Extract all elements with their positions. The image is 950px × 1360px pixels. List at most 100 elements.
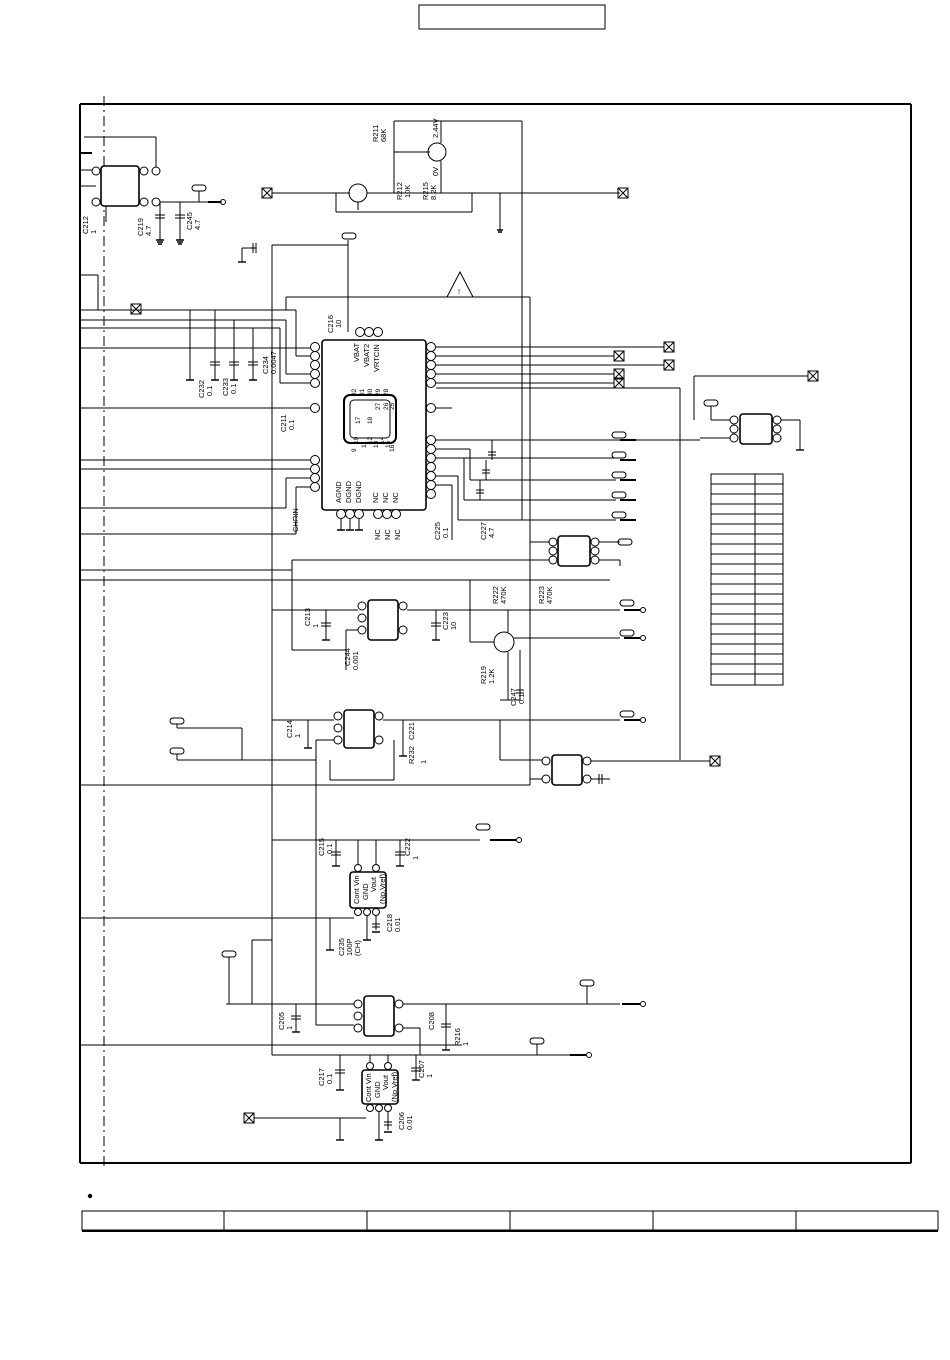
label-r215v: 8.2K xyxy=(429,185,438,200)
pin-p29: 29 xyxy=(375,388,382,396)
label-c235: C235 xyxy=(337,938,346,956)
pin-p27: 27 xyxy=(375,402,382,410)
label-r212v: 10K xyxy=(403,185,412,198)
label-c225v: 0.1 xyxy=(441,528,450,538)
label-vbat2: VBAT2 xyxy=(362,344,371,367)
label-c221: C221 xyxy=(407,722,416,740)
label-vref2: (Np,Vref) xyxy=(390,1071,399,1102)
pin-p10: 10 xyxy=(353,436,360,444)
label-gnd1: GND xyxy=(361,883,370,900)
pin-p30: 30 xyxy=(367,388,374,396)
svg-text:!: ! xyxy=(458,287,460,296)
label-r223: R223 xyxy=(537,586,546,604)
right-regulator xyxy=(693,370,819,451)
label-r216: R216 xyxy=(453,1028,462,1046)
label-c235v: 100P xyxy=(345,938,354,956)
label-vbat: VBAT xyxy=(352,343,361,362)
label-r212: R212 xyxy=(395,182,404,200)
label-c219: C219 xyxy=(136,218,145,236)
label-c213: C213 xyxy=(303,608,312,626)
label-c215v: 0.1 xyxy=(325,844,334,854)
mid-right-regulator xyxy=(291,535,633,650)
label-gnd2: GND xyxy=(373,1081,382,1098)
label-c212: C212 xyxy=(81,216,90,234)
label-c214v: 1 xyxy=(293,734,302,738)
label-vrtcin: VRTCIN xyxy=(372,344,381,372)
label-c223: C223 xyxy=(441,612,450,630)
label-nc5: NC xyxy=(383,529,392,540)
label-r223v: 470K xyxy=(545,586,554,604)
label-c211: C211 xyxy=(279,415,288,432)
pmic-outline: ! xyxy=(238,232,531,1055)
label-c233v: 0.1 xyxy=(229,384,238,394)
label-r219v: 1.2K xyxy=(487,669,496,684)
label-vout2: Vout xyxy=(381,1074,390,1090)
label-c247v: 0.1 xyxy=(517,694,526,704)
ldo-1 xyxy=(272,599,646,670)
label-c244v: 0.001 xyxy=(351,651,360,670)
label-c217v: 0.1 xyxy=(325,1074,334,1084)
label-c222: C222 xyxy=(403,838,412,856)
label-c232: C232 xyxy=(197,380,206,398)
ldo-6 xyxy=(80,1037,592,1141)
label-c247: C247 xyxy=(509,688,518,706)
label-c227v: 4.7 xyxy=(487,528,496,538)
label-c212v: 1 xyxy=(89,230,98,234)
label-r219: R219 xyxy=(479,666,488,684)
reg-top-left xyxy=(80,136,226,245)
label-c235n: (CH) xyxy=(353,940,362,956)
label-r215: R215 xyxy=(421,182,430,200)
label-c206v: 0.01 xyxy=(405,1115,414,1130)
pmic-ic xyxy=(310,327,436,531)
label-c218: C218 xyxy=(385,914,394,932)
label-contvin1: Cont Vin xyxy=(352,875,361,904)
label-c216: C216 xyxy=(326,315,335,333)
label-c207: C207 xyxy=(417,1060,426,1078)
pin-p26: 26 xyxy=(383,402,390,410)
label-c215: C215 xyxy=(317,838,326,856)
pin-p17: 17 xyxy=(355,416,362,424)
label-r232: R232 xyxy=(407,746,416,764)
label-vout1: Vout xyxy=(369,876,378,892)
label-c205v: 1 xyxy=(285,1026,294,1030)
ldo-2 xyxy=(80,709,646,1025)
label-c211v: 0.1 xyxy=(287,420,296,430)
label-c216v: 10 xyxy=(334,320,343,328)
header-box xyxy=(418,4,606,30)
label-dgnd1: DGND xyxy=(344,480,353,503)
pin-p9: 9 xyxy=(351,448,358,452)
label-c219v: 4.7 xyxy=(144,226,153,236)
label-agnd: AGND xyxy=(334,481,343,503)
label-nc4: NC xyxy=(373,529,382,540)
ldo-5 xyxy=(221,939,646,1055)
label-dgnd2: DGND xyxy=(354,480,363,503)
label-c234v: 0.0047 xyxy=(269,351,278,374)
label-c245: C245 xyxy=(185,212,194,230)
label-c214: C214 xyxy=(285,720,294,738)
label-vref1: (Np,Vref) xyxy=(378,873,387,904)
label-c222v: 1 xyxy=(411,856,420,860)
pin-p31: 31 xyxy=(359,388,366,396)
label-c232v: 0.1 xyxy=(205,386,214,396)
label-contvin2: Cont Vin xyxy=(364,1073,373,1102)
pin-p18: 18 xyxy=(367,416,374,424)
pin-p14: 14 xyxy=(379,436,386,444)
label-c207v: 1 xyxy=(425,1074,434,1078)
label-c213v: 1 xyxy=(311,624,320,628)
label-r211v: 68K xyxy=(379,129,388,142)
label-c217: C217 xyxy=(317,1068,326,1086)
pin-p28: 28 xyxy=(383,388,390,396)
label-r216v: 1 xyxy=(461,1042,470,1046)
label-nc1: NC xyxy=(371,492,380,503)
pin-p16: 16 xyxy=(389,444,396,452)
transistor-q2 xyxy=(469,580,646,701)
label-c223v: 10 xyxy=(449,622,458,630)
label-c205: C205 xyxy=(277,1012,286,1030)
pin-p12: 12 xyxy=(367,436,374,444)
label-c227: C227 xyxy=(479,522,488,540)
label-c233: C233 xyxy=(221,378,230,396)
pmic-right-wiring xyxy=(436,341,700,760)
label-c225: C225 xyxy=(433,522,442,540)
top-transistor-block xyxy=(261,120,629,520)
